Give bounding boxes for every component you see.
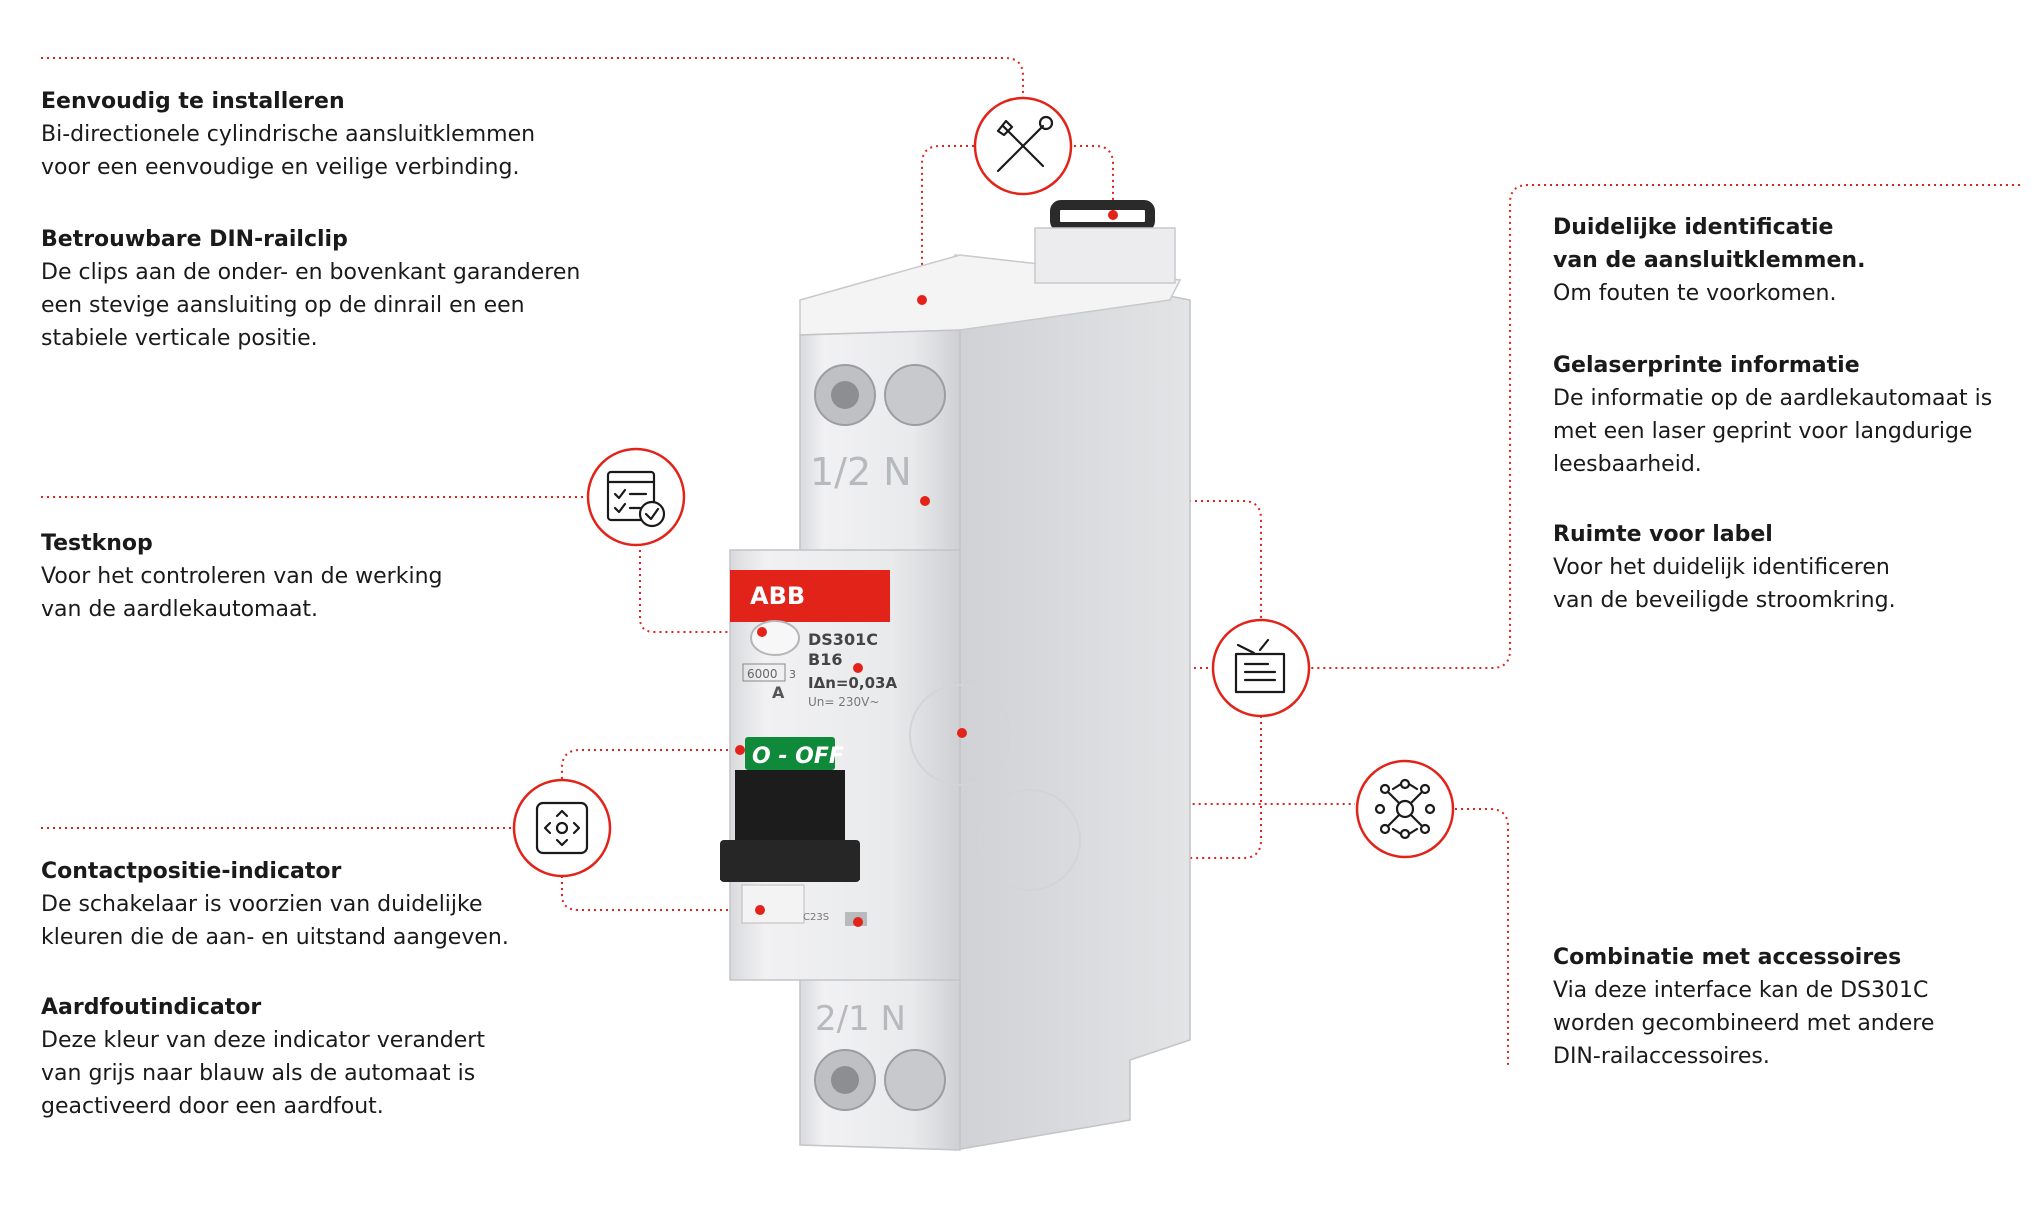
feature-line: De clips aan de onder- en bovenkant gara… — [41, 260, 581, 285]
brand-logo: ABB — [750, 582, 805, 610]
label-holder-icon — [1234, 638, 1286, 694]
bottom-terminal-right — [884, 1049, 946, 1111]
feature-title: Ruimte voor label — [1553, 522, 1773, 547]
dot-switch — [735, 745, 745, 755]
feature-earth-fault: Aardfoutindicator Deze kleur van deze in… — [41, 991, 601, 1123]
checklist-icon-circle — [586, 447, 686, 547]
feature-title: Aardfoutindicator — [41, 995, 262, 1020]
feature-din-clip: Betrouwbare DIN-railclip De clips aan de… — [41, 223, 601, 355]
dot-terminal-marking — [920, 496, 930, 506]
small-code-text: C23S — [803, 912, 829, 923]
breaking-capacity-text: 6000 — [747, 667, 778, 681]
leader-accessory — [1455, 808, 1509, 1065]
brand-stripe — [730, 570, 890, 622]
feature-line: DIN-railaccessoires. — [1553, 1044, 1770, 1069]
leader-terminal — [1308, 184, 2020, 669]
label-holder-recess — [909, 684, 1011, 786]
leader-install-branch-right — [1068, 145, 1114, 215]
sensitivity-text: IΔn=0,03A — [808, 674, 897, 692]
feature-line: De informatie op de aardlekautomaat is — [1553, 386, 1993, 411]
dot-earth-fault — [853, 917, 863, 927]
feature-title: van de aansluitklemmen. — [1553, 248, 1866, 273]
feature-line: met een laser geprint voor langdurige — [1553, 419, 1973, 444]
data-matrix-code — [741, 884, 805, 924]
feature-line: De schakelaar is voorzien van duidelijke — [41, 892, 483, 917]
leader-install — [41, 57, 1024, 100]
feature-contact-indicator: Contactpositie-indicator De schakelaar i… — [41, 855, 601, 954]
feature-accessories: Combinatie met accessoires Via deze inte… — [1553, 941, 2023, 1073]
feature-install: Eenvoudig te installeren Bi-directionele… — [41, 85, 601, 184]
feature-line: stabiele verticale positie. — [41, 326, 318, 351]
feature-line: geactiveerd door een aardfout. — [41, 1094, 384, 1119]
feature-title: Testknop — [41, 531, 153, 556]
switch-handle-grip — [720, 840, 860, 882]
bottom-terminal-left-screw — [831, 1066, 859, 1094]
feature-line: Via deze interface kan de DS301C — [1553, 978, 1929, 1003]
feature-line: voor een eenvoudige en veilige verbindin… — [41, 155, 520, 180]
off-indicator — [745, 737, 835, 770]
top-terminal-left-screw — [831, 381, 859, 409]
dot-data-matrix — [755, 905, 765, 915]
checklist-icon — [606, 470, 666, 528]
dot-install-right — [1108, 210, 1118, 220]
feature-title: Betrouwbare DIN-railclip — [41, 227, 348, 252]
feature-title: Eenvoudig te installeren — [41, 89, 345, 114]
top-terminal-right — [884, 364, 946, 426]
off-indicator-text: O - OFF — [752, 744, 844, 769]
model-text: DS301C — [808, 630, 878, 649]
feature-title: Combinatie met accessoires — [1553, 945, 1902, 970]
feature-title: Contactpositie-indicator — [41, 859, 342, 884]
voltage-text: Un= 230V~ — [808, 695, 879, 709]
label-holder-icon-circle — [1211, 618, 1311, 718]
accessory-network-icon-circle — [1355, 759, 1455, 859]
feature-title: Gelaserprinte informatie — [1553, 353, 1860, 378]
top-clip-housing — [1034, 227, 1176, 284]
leader-contact-down — [561, 870, 760, 911]
feature-line: Om fouten te voorkomen. — [1553, 281, 1837, 306]
breaking-capacity-box — [742, 663, 786, 682]
feature-line: Deze kleur van deze indicator verandert — [41, 1028, 485, 1053]
dot-label-holder — [957, 728, 967, 738]
top-terminal-marking: 1/2 N — [810, 450, 912, 494]
din-clip-top — [1050, 200, 1155, 232]
dot-test-button — [757, 627, 767, 637]
type-letter-text: A — [772, 683, 785, 702]
feature-line: worden gecombineerd met andere — [1553, 1011, 1935, 1036]
feature-line: leesbaarheid. — [1553, 452, 1702, 477]
feature-line: van de beveiligde stroomkring. — [1553, 588, 1896, 613]
tools-icon — [996, 115, 1054, 173]
feature-terminal-id: Duidelijke identificatie van de aansluit… — [1553, 211, 2023, 310]
position-indicator-icon — [535, 801, 589, 855]
feature-line: van de aardlekautomaat. — [41, 597, 319, 622]
dot-laser-info — [853, 663, 863, 673]
class-digit-text: 3 — [789, 668, 796, 681]
feature-laser-info: Gelaserprinte informatie De informatie o… — [1553, 349, 2023, 481]
bottom-terminal-marking: 2/1 N — [815, 999, 906, 1039]
feature-line: Voor het duidelijk identificeren — [1553, 555, 1890, 580]
leader-label-top — [925, 500, 1262, 620]
feature-line: kleuren die de aan- en uitstand aangeven… — [41, 925, 509, 950]
feature-line: een stevige aansluiting op de dinrail en… — [41, 293, 525, 318]
dot-install-left — [917, 295, 927, 305]
feature-test-button: Testknop Voor het controleren van de wer… — [41, 527, 601, 626]
accessory-interface-recess — [979, 789, 1081, 891]
leader-install-branch-left — [921, 145, 980, 300]
accessory-network-icon — [1374, 778, 1436, 840]
feature-line: Bi-directionele cylindrische aansluitkle… — [41, 122, 536, 147]
leader-test-down — [639, 550, 762, 633]
feature-title: Duidelijke identificatie — [1553, 215, 1834, 240]
feature-line: van grijs naar blauw als de automaat is — [41, 1061, 476, 1086]
leader-contact-up — [561, 749, 740, 790]
feature-label-space: Ruimte voor label Voor het duidelijk ide… — [1553, 518, 2023, 617]
feature-line: Voor het controleren van de werking — [41, 564, 443, 589]
rating-text: B16 — [808, 650, 842, 669]
